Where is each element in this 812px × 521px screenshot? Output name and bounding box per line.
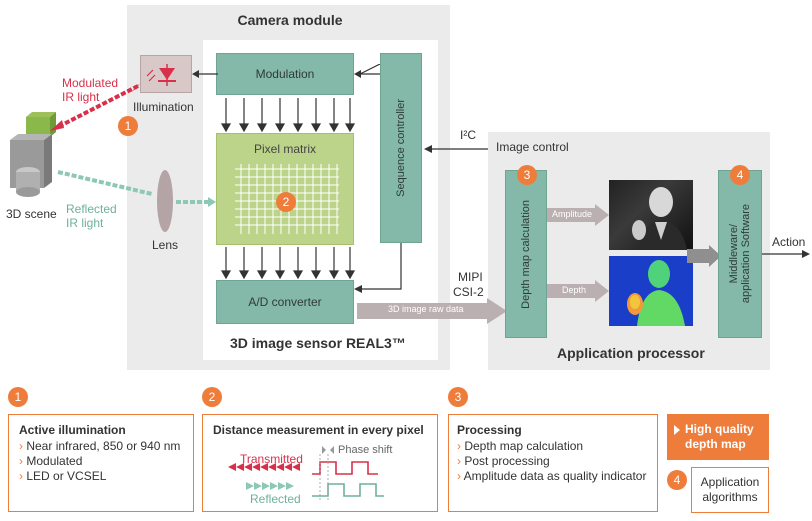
legend-1-item: › Near infrared, 850 or 940 nm: [19, 439, 181, 453]
depth-label: Depth: [562, 285, 587, 295]
legend-3-item: › Amplitude data as quality indicator: [457, 469, 647, 483]
raw-data-arrow: [357, 298, 507, 324]
legend-1-badge: 1: [8, 387, 28, 407]
pixel-grid: [235, 164, 339, 234]
badge-4: 4: [730, 165, 750, 185]
legend-3-item: › Depth map calculation: [457, 439, 584, 453]
modulation-block: Modulation: [216, 53, 354, 95]
depth-map-calc-block: Depth map calculation: [505, 170, 547, 338]
sequence-controller-label: Sequence controller: [395, 99, 407, 197]
3d-scene-label: 3D scene: [6, 207, 57, 221]
waveforms: [228, 454, 384, 500]
illumination-box: [140, 55, 192, 93]
app-algorithms-box: Application algorithms: [691, 467, 769, 513]
modulation-to-illumination-arrow: [192, 70, 218, 78]
lens-icon: [157, 170, 173, 232]
mipi-label-line1: MIPI: [458, 270, 483, 284]
led-icon: [146, 64, 176, 86]
middleware-label-line2: application Software: [740, 204, 752, 304]
badge-3: 3: [517, 165, 537, 185]
pixel-matrix-block: Pixel matrix 2: [216, 133, 354, 245]
reflected-label: Reflected: [250, 492, 301, 506]
reflected-ir-label-line1: Reflected: [66, 202, 117, 216]
legend-3-title: Processing: [457, 423, 522, 437]
amplitude-label: Amplitude: [552, 209, 593, 219]
transmitted-label: Transmitted: [240, 452, 303, 466]
i2c-label: I²C: [460, 128, 476, 142]
high-quality-line1: High quality: [685, 422, 754, 436]
phase-shift-label: Phase shift: [338, 444, 393, 456]
legend-1-box: Active illumination › Near infrared, 850…: [8, 414, 194, 512]
modulated-ir-arrows: [50, 84, 140, 131]
amplitude-image: [609, 180, 693, 250]
ad-converter-block: A/D converter: [216, 280, 354, 324]
depth-arrow: [547, 280, 609, 302]
i2c-arrow: [424, 145, 496, 153]
app-algorithms-line2: algorithms: [702, 490, 758, 504]
middleware-label-line1: Middleware/: [728, 224, 740, 284]
badge-1: 1: [118, 116, 138, 136]
pixel-to-ad-arrows: [220, 247, 355, 279]
legend-1-item: › Modulated: [19, 454, 83, 468]
illumination-label: Illumination: [133, 100, 194, 114]
action-label: Action: [772, 235, 806, 249]
depth-map-calc-label: Depth map calculation: [520, 199, 532, 309]
mipi-label-line2: CSI-2: [453, 285, 484, 299]
legend-2-title: Distance measurement in every pixel: [213, 423, 424, 437]
legend-3-item: › Post processing: [457, 454, 550, 468]
legend-4-badge: 4: [667, 470, 687, 490]
lens-label: Lens: [152, 238, 179, 252]
modulated-ir-label-line1: Modulated: [62, 76, 119, 90]
modulation-to-pixel-arrows: [220, 98, 355, 132]
app-algorithms-line1: Application: [700, 475, 760, 489]
sequence-controller-block: Sequence controller: [380, 53, 422, 243]
amplitude-arrow: [547, 204, 609, 226]
legend-1-item: › LED or VCSEL: [19, 469, 107, 483]
legend-2-badge: 2: [202, 387, 222, 407]
badge-2: 2: [276, 192, 296, 212]
raw-data-label: 3D image raw data: [388, 304, 464, 314]
reflected-ir-label-line2: IR light: [66, 216, 104, 230]
legend-3-box: Processing › Depth map calculation › Pos…: [448, 414, 658, 512]
sensor-title: 3D image sensor REAL3™: [230, 335, 406, 351]
seq-to-ad-arrow: [354, 243, 402, 293]
3d-scene-icon: [10, 112, 56, 197]
modulated-ir-label-line2: IR light: [62, 90, 100, 104]
phase-shift-marker: [322, 446, 334, 454]
sequence-controller-arrows: [354, 64, 381, 78]
high-quality-line2: depth map: [685, 437, 746, 451]
high-quality-arrow-icon: [674, 425, 680, 435]
reflected-ir-arrows: [57, 170, 216, 207]
modulation-label: Modulation: [255, 67, 315, 81]
middleware-block: Middleware/ application Software: [718, 170, 762, 338]
camera-module-title: Camera module: [237, 12, 343, 28]
pixel-matrix-label: Pixel matrix: [253, 142, 316, 156]
images-to-middleware-arrow: [687, 245, 721, 267]
action-arrow: [762, 250, 810, 258]
image-control-label: Image control: [496, 140, 569, 154]
ad-converter-label: A/D converter: [248, 295, 322, 309]
app-processor-title: Application processor: [557, 345, 705, 361]
high-quality-depth-map-box: High quality depth map: [667, 414, 769, 460]
depth-image: [609, 256, 693, 326]
legend-1-title: Active illumination: [19, 423, 126, 437]
legend-3-badge: 3: [448, 387, 468, 407]
